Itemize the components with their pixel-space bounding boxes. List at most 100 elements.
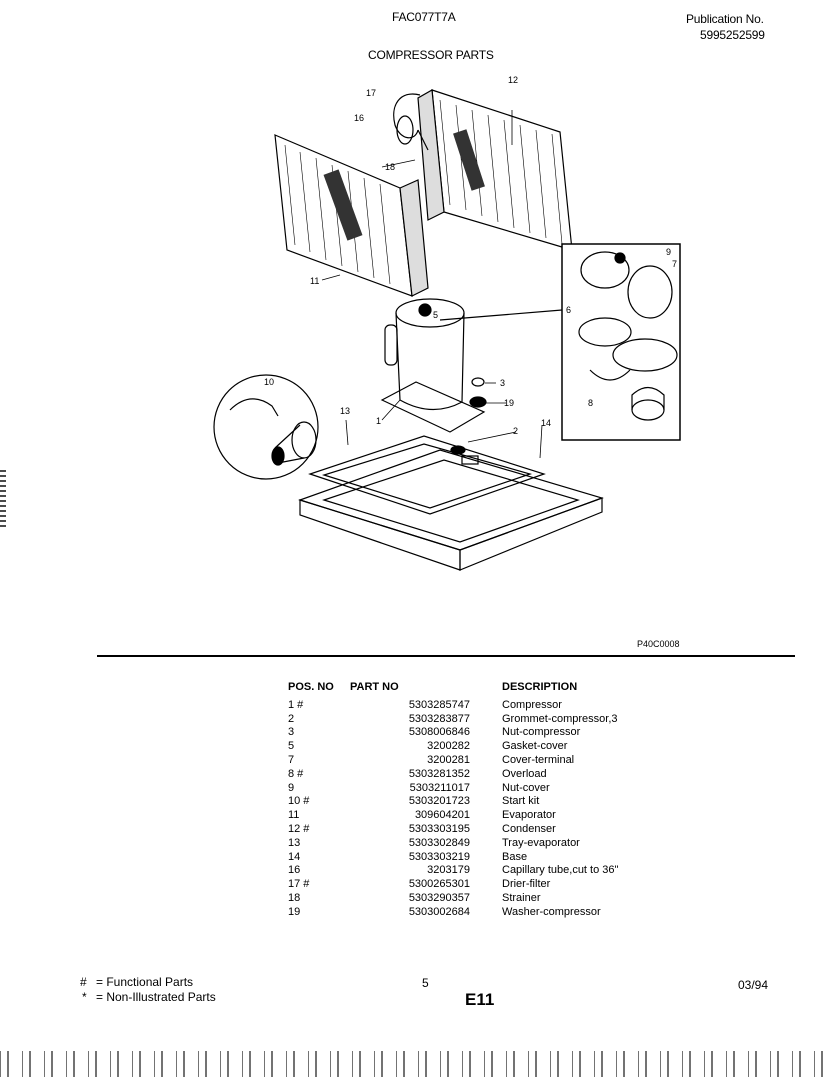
divider-top bbox=[97, 655, 795, 657]
part-description-cell: Capillary tube,cut to 36" bbox=[502, 864, 619, 877]
part-number-cell: 5303201723 bbox=[408, 795, 470, 808]
part-number-cell: 3200282 bbox=[427, 740, 470, 753]
model-number: FAC077T7A bbox=[392, 10, 456, 24]
part-pos-cell: 12 # bbox=[288, 822, 310, 835]
part-pos-cell: 18 bbox=[288, 891, 301, 904]
capillary-tube-drier bbox=[393, 93, 429, 151]
part-number-cell: 3200281 bbox=[427, 753, 470, 766]
part-pos-cell: 13 bbox=[288, 836, 301, 849]
part-number-cell: 5300265301 bbox=[408, 878, 470, 891]
washer-nut bbox=[471, 377, 485, 387]
table-row: 19 5303002684 Washer-compressor bbox=[288, 906, 662, 920]
table-row: 8 # 5303281352 Overload bbox=[288, 768, 662, 782]
part-description-cell: Base bbox=[502, 850, 528, 863]
callout-13: 13 bbox=[340, 406, 351, 416]
table-row: 16 3203179 Capillary tube,cut to 36" bbox=[288, 864, 662, 878]
part-description-cell: Tray-evaporator bbox=[502, 836, 580, 849]
part-description-cell: Nut-cover bbox=[502, 781, 550, 794]
callout-17: 17 bbox=[366, 88, 377, 98]
callout-9: 9 bbox=[666, 247, 672, 257]
part-number-cell: 5303281352 bbox=[408, 767, 470, 780]
part-pos-cell: 17 # bbox=[288, 878, 310, 891]
table-row: 7 3200281 Cover-terminal bbox=[288, 754, 662, 768]
callout-12: 12 bbox=[508, 75, 519, 85]
page-code: E11 bbox=[465, 990, 495, 1009]
part-pos-cell: 2 bbox=[288, 712, 295, 725]
part-description-cell: Condenser bbox=[502, 822, 556, 835]
parts-table: POS. NO PART NO DESCRIPTION 1 # 530328574… bbox=[288, 681, 662, 920]
part-pos-cell: 5 bbox=[288, 740, 295, 753]
table-row: 1 # 5303285747 Compressor bbox=[288, 699, 662, 713]
part-description-cell: Evaporator bbox=[502, 809, 556, 822]
part-pos-cell: 8 # bbox=[288, 767, 304, 780]
part-description-cell: Cover-terminal bbox=[502, 753, 575, 766]
callout-6: 6 bbox=[566, 305, 572, 315]
publication-number: 5995252599 bbox=[700, 28, 765, 42]
part-number-cell: 5303002684 bbox=[408, 905, 470, 918]
legend-functional: = Functional Parts bbox=[96, 975, 194, 989]
legend-nonillustrated-symbol: * bbox=[82, 990, 87, 1004]
callout-16: 16 bbox=[354, 113, 365, 123]
legend-nonillustrated: = Non-Illustrated Parts bbox=[96, 990, 216, 1004]
page-number: 5 bbox=[422, 976, 429, 990]
callout-18: 18 bbox=[385, 162, 396, 172]
part-description-cell: Overload bbox=[502, 767, 547, 780]
column-header-pos: POS. NO bbox=[288, 681, 334, 693]
table-row: 11 309604201 Evaporator bbox=[288, 809, 662, 823]
callout-19: 19 bbox=[504, 398, 515, 408]
part-number-cell: 5308006846 bbox=[408, 726, 470, 739]
table-row: 13 5303302849 Tray-evaporator bbox=[288, 837, 662, 851]
part-pos-cell: 14 bbox=[288, 850, 301, 863]
part-description-cell: Drier-filter bbox=[502, 878, 551, 891]
washer-compressor bbox=[469, 396, 487, 408]
callout-5: 5 bbox=[433, 310, 439, 320]
page-date: 03/94 bbox=[738, 978, 769, 992]
callout-14: 14 bbox=[541, 418, 552, 428]
section-title: COMPRESSOR PARTS bbox=[368, 48, 494, 62]
base-tray bbox=[298, 435, 604, 571]
part-description-cell: Start kit bbox=[502, 795, 540, 808]
part-pos-cell: 3 bbox=[288, 726, 295, 739]
callout-10: 10 bbox=[264, 377, 275, 387]
part-pos-cell: 16 bbox=[288, 864, 301, 877]
part-number-cell: 5303303219 bbox=[408, 850, 470, 863]
compressor bbox=[380, 298, 563, 433]
terminal-cover-detail bbox=[561, 243, 681, 441]
part-number-cell: 5303302849 bbox=[408, 836, 470, 849]
part-pos-cell: 11 bbox=[288, 809, 300, 822]
scan-bottom-artifact bbox=[0, 1051, 832, 1077]
compressor-parts-diagram bbox=[213, 89, 681, 571]
callout-8: 8 bbox=[588, 398, 594, 408]
part-pos-cell: 1 # bbox=[288, 698, 304, 711]
column-header-part: PART NO bbox=[350, 681, 399, 693]
callout-1: 1 bbox=[376, 416, 382, 426]
part-number-cell: 309604201 bbox=[414, 809, 470, 822]
part-number-cell: 3203179 bbox=[427, 864, 470, 877]
table-row: 14 5303303219 Base bbox=[288, 851, 662, 865]
part-pos-cell: 7 bbox=[288, 753, 295, 766]
part-description-cell: Washer-compressor bbox=[502, 905, 601, 918]
evaporator-coil bbox=[274, 134, 429, 297]
callout-3: 3 bbox=[500, 378, 506, 388]
part-number-cell: 5303303195 bbox=[408, 822, 470, 835]
part-pos-cell: 19 bbox=[288, 905, 301, 918]
part-description-cell: Compressor bbox=[502, 698, 562, 711]
condenser-coil bbox=[417, 89, 573, 251]
column-header-desc: DESCRIPTION bbox=[502, 681, 578, 693]
table-row: 18 5303290357 Strainer bbox=[288, 892, 662, 906]
part-description-cell: Strainer bbox=[502, 891, 541, 904]
table-header-row: POS. NO PART NO DESCRIPTION bbox=[288, 681, 662, 699]
part-number-cell: 5303290357 bbox=[408, 891, 470, 904]
scan-edge-artifact bbox=[0, 470, 6, 530]
diagram-code: P40C0008 bbox=[637, 639, 680, 649]
part-description-cell: Grommet-compressor,3 bbox=[502, 712, 618, 725]
part-number-cell: 5303285747 bbox=[408, 698, 470, 711]
legend-functional-symbol: # bbox=[80, 975, 87, 989]
table-row: 17 # 5300265301 Drier-filter bbox=[288, 878, 662, 892]
